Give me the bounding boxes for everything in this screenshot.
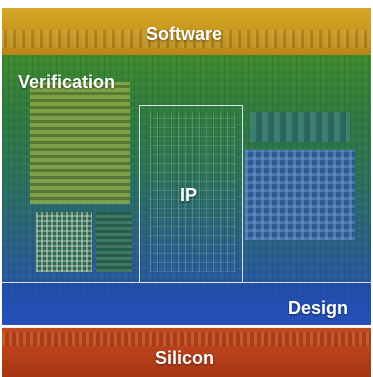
circuit-block-memory-array	[30, 82, 130, 204]
circuit-block-ip-core	[150, 112, 236, 272]
design-region	[2, 283, 371, 325]
circuit-block-logic-grid	[245, 150, 355, 240]
circuit-block-bus	[250, 112, 350, 142]
software-label: Software	[146, 24, 223, 44]
ip-label: IP	[180, 185, 198, 205]
software-band	[2, 8, 371, 55]
design-label: Design	[288, 298, 349, 318]
verification-label: Verification	[18, 72, 116, 92]
circuit-block-stripes	[96, 212, 132, 272]
silicon-label: Silicon	[155, 348, 215, 368]
software-band-texture	[2, 30, 371, 48]
ip-region-outline	[139, 105, 243, 283]
design-divider	[2, 327, 371, 328]
circuit-block-grid	[36, 212, 92, 272]
silicon-band-texture	[2, 332, 371, 346]
silicon-band	[2, 328, 371, 377]
